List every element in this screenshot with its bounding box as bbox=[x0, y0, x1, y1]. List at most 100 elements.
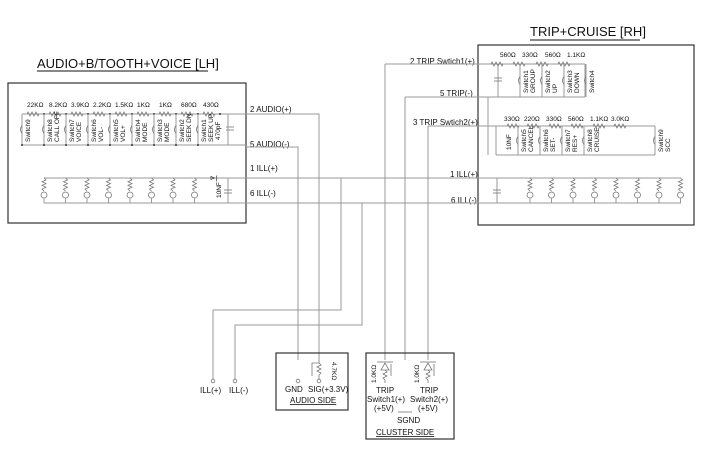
resistor-label: 1.1KΩ bbox=[567, 52, 585, 59]
switch-icon bbox=[538, 136, 541, 145]
switch-icon bbox=[653, 136, 656, 145]
wire-ill-plus-out bbox=[212, 178, 342, 380]
lamp-icon bbox=[83, 191, 91, 199]
resistor-icon bbox=[613, 123, 627, 129]
lamp-icon bbox=[126, 191, 134, 199]
pin-trip-switch2: 3 TRIP Swtich2(+) bbox=[413, 118, 478, 127]
lamp-icon bbox=[40, 191, 48, 199]
resistor-icon bbox=[570, 177, 576, 192]
cluster-side-title: CLUSTER SIDE bbox=[376, 428, 434, 437]
capacitor-470pf-label: 470pF bbox=[215, 122, 222, 140]
switch-icon bbox=[64, 125, 67, 134]
resistor-icon bbox=[548, 177, 555, 192]
resistor-label: 3.0KΩ bbox=[611, 116, 629, 123]
pin-ill-minus-left: 6 ILL(-) bbox=[250, 189, 276, 198]
switch-icon bbox=[108, 125, 111, 134]
resistor-icon bbox=[41, 177, 47, 192]
switch-name-label: Switch3 bbox=[567, 70, 574, 93]
junction-dot bbox=[109, 144, 111, 146]
junction-dot bbox=[175, 144, 177, 146]
switch-function-label: SEEK DN bbox=[186, 113, 193, 142]
switch-icon bbox=[584, 76, 587, 85]
switch-function-label: UP bbox=[552, 84, 559, 93]
switch-icon bbox=[540, 76, 543, 85]
sgnd-label: SGND bbox=[397, 416, 420, 425]
junction-dot bbox=[21, 144, 23, 146]
lamp-icon bbox=[677, 191, 684, 199]
pin-audio-minus: 5 AUDIO(-) bbox=[250, 140, 290, 149]
pin-ill-plus-right: 1 ILL(+) bbox=[450, 170, 478, 179]
pullup-wire bbox=[311, 360, 320, 376]
resistor-label: 330Ω bbox=[546, 116, 562, 123]
switch-name-label: Switch5 bbox=[521, 129, 528, 152]
resistor-icon bbox=[191, 177, 198, 192]
switch-name-label: Switch1 bbox=[201, 119, 208, 142]
pin-ill-plus-left: 1 ILL(+) bbox=[250, 164, 278, 173]
switch-name-label: Switch4 bbox=[589, 70, 596, 93]
resistor-icon bbox=[613, 177, 619, 192]
switch-function-label: RES+ bbox=[572, 135, 579, 152]
resistor-icon bbox=[127, 177, 133, 192]
resistor-icon bbox=[634, 177, 641, 192]
switch-function-label: CALL OFF bbox=[54, 111, 61, 142]
wire-ill-minus-out bbox=[234, 203, 363, 380]
resistor-icon bbox=[26, 111, 40, 117]
trip2-line3: (+5V) bbox=[418, 404, 438, 413]
trip2-line1: TRIP bbox=[420, 386, 438, 395]
switch-function-label: DOWN bbox=[574, 72, 581, 93]
gnd-terminal bbox=[295, 378, 301, 384]
pin-ill-minus-right: 6 ILL(-) bbox=[451, 196, 477, 205]
resistor-icon bbox=[114, 111, 128, 117]
resistor-label: 560Ω bbox=[568, 116, 584, 123]
resistor-icon bbox=[105, 177, 112, 192]
switch-function-label: MODE bbox=[164, 122, 171, 142]
trip2-line2: Switch2(+) bbox=[410, 395, 448, 404]
switch-icon bbox=[174, 125, 177, 134]
resistor-icon bbox=[202, 111, 216, 117]
switch-name-label: Switch4 bbox=[135, 119, 142, 142]
switch-icon bbox=[196, 125, 199, 134]
switch-icon bbox=[20, 125, 23, 134]
gnd-label: GND bbox=[285, 385, 303, 394]
lamp-icon bbox=[634, 191, 641, 199]
ill-plus-label: ILL(+) bbox=[200, 386, 221, 395]
resistor-icon bbox=[527, 177, 533, 192]
switch-name-label: Switch6 bbox=[543, 129, 550, 152]
right-module-title: TRIP+CRUISE [RH] bbox=[530, 24, 646, 39]
junction-dot bbox=[197, 144, 199, 146]
switch-name-label: Switch8 bbox=[587, 129, 594, 152]
resistor-icon bbox=[548, 123, 562, 129]
switch-function-label: SET- bbox=[550, 138, 557, 152]
switch-name-label: Switch5 bbox=[113, 119, 120, 142]
resistor-label: 220Ω bbox=[524, 116, 540, 123]
switch-function-label: SCC bbox=[665, 138, 672, 152]
resistor-icon bbox=[512, 61, 526, 67]
trip1-line3: (+5V) bbox=[374, 404, 394, 413]
switch-icon bbox=[562, 76, 565, 85]
resistor-icon bbox=[490, 61, 504, 67]
resistor-4k7-label: 4.7KΩ bbox=[330, 362, 337, 380]
switch-name-label: Switch9 bbox=[25, 119, 32, 142]
resistor-icon bbox=[677, 177, 684, 192]
resistor1-label: 1.0KΩ bbox=[371, 365, 378, 383]
resistor-icon bbox=[592, 123, 606, 129]
lamp-icon bbox=[612, 191, 620, 199]
switch-function-label: VOICE bbox=[76, 121, 83, 142]
junction-dot bbox=[153, 144, 155, 146]
pin-audio-plus: 2 AUDIO(+) bbox=[250, 105, 292, 114]
junction-dot bbox=[219, 113, 221, 115]
resistor-icon bbox=[570, 123, 584, 129]
lamp-icon bbox=[148, 191, 155, 199]
capacitor-10nf-label: 10NF bbox=[216, 182, 223, 198]
switch-icon bbox=[560, 136, 563, 145]
wire-audio-minus bbox=[246, 146, 299, 360]
audio-side-title: AUDIO SIDE bbox=[290, 396, 336, 405]
switch-function-label: SEEK UP bbox=[208, 114, 215, 142]
diode-icon: ⊳| bbox=[210, 175, 217, 182]
resistor-label: 680Ω bbox=[181, 102, 197, 109]
switch-icon bbox=[518, 76, 521, 85]
switch-icon bbox=[516, 136, 519, 145]
switch-name-label: Switch2 bbox=[545, 70, 552, 93]
resistor-label: 560Ω bbox=[500, 52, 516, 59]
